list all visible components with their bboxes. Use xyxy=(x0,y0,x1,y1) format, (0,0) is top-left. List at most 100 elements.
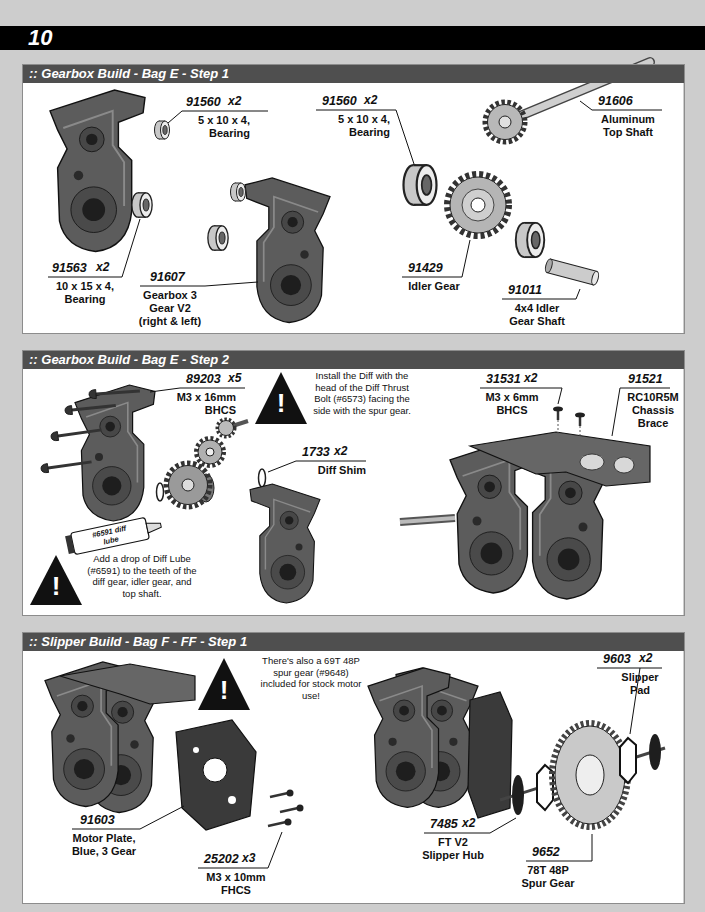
warning-triangle-part xyxy=(255,372,307,424)
quantity-badge: x2 xyxy=(96,260,120,275)
idler-shaft-part xyxy=(544,258,553,273)
step-panel: :: Slipper Build - Bag F - FF - Step 1 xyxy=(22,632,685,904)
callout-number-box: 25202 xyxy=(204,852,248,867)
warning-mark: ! xyxy=(213,676,235,704)
idler-shaft xyxy=(544,258,600,285)
part-description: 5 x 10 x 4, Bearing xyxy=(170,114,250,140)
callout-number-box: 91011 xyxy=(508,283,552,298)
spur-gear-part xyxy=(555,726,625,824)
leader-lines-part xyxy=(424,818,516,833)
quantity-badge-box: x2 xyxy=(228,94,252,109)
leader-lines-part xyxy=(597,668,662,669)
callout-number-box: 91429 xyxy=(408,261,452,276)
leader-lines-part xyxy=(48,219,140,277)
page-number-box: 10 xyxy=(28,26,52,50)
gearbox-parts-step1-part xyxy=(516,223,545,257)
callout-number-box: 91521 xyxy=(628,372,672,387)
part-description-box: M3 x 10mm FHCS xyxy=(200,871,272,897)
warning-note: Add a drop of Diff Lube (#6591) to the t… xyxy=(86,553,198,599)
diff-lube-tube-part xyxy=(146,520,162,533)
quantity-badge: x2 xyxy=(524,371,548,386)
warning-triangle-part xyxy=(30,555,82,605)
diff-part xyxy=(169,466,208,505)
plate-screws-part xyxy=(285,819,292,826)
warning-mark-box: ! xyxy=(270,389,292,417)
leader-lines-part xyxy=(612,388,620,436)
diff-part xyxy=(166,463,210,507)
gearbox-parts-step1-part xyxy=(50,90,145,252)
brace-screws xyxy=(553,407,585,439)
part-description: Gearbox 3 Gear V2 (right & left) xyxy=(136,289,204,328)
gearbox-assembly-step2-part xyxy=(50,425,102,441)
step-heading: :: Gearbox Build - Bag E - Step 2 xyxy=(23,351,684,369)
leader-lines-part xyxy=(402,240,470,277)
warning-triangle xyxy=(30,372,307,605)
quantity-badge-box: x2 xyxy=(364,93,388,108)
top-shaft-part xyxy=(488,105,523,140)
gearbox-parts-step1-part xyxy=(231,183,246,201)
leader-lines-part xyxy=(502,289,580,299)
callout-number: 91563 xyxy=(52,261,96,276)
top-shaft-part xyxy=(499,116,511,128)
callout-number-box: 1733 xyxy=(302,445,336,460)
callout-number: 91607 xyxy=(150,270,194,285)
callout-number: 91521 xyxy=(628,372,672,387)
gearbox-parts-step1-part xyxy=(155,121,170,139)
part-description-box: Diff Shim xyxy=(296,464,366,477)
slipper-pad xyxy=(620,738,636,783)
motor-plate-part xyxy=(228,796,236,804)
part-description: Idler Gear xyxy=(399,280,469,293)
motor-plate-part xyxy=(203,758,227,782)
part-description: 10 x 15 x 4, Bearing xyxy=(40,280,130,306)
slipper-step-right-part xyxy=(368,668,450,807)
callout-number: 91560 xyxy=(322,94,366,109)
gearbox-parts-step1-part xyxy=(404,165,437,205)
diff-lube-tube-part xyxy=(71,517,150,554)
plate-screws-part xyxy=(297,805,304,812)
leader-lines-part xyxy=(198,832,282,868)
tube-label-box: #6591 diff lube xyxy=(84,522,137,550)
idler-shaft-part xyxy=(590,271,599,286)
leader-lines-part xyxy=(526,834,592,861)
callout-number: 91429 xyxy=(408,261,452,276)
page-ground-part xyxy=(0,26,705,50)
quantity-badge: x5 xyxy=(228,371,252,386)
spur-gear xyxy=(552,723,628,827)
leader-lines-part xyxy=(620,388,670,389)
part-description: 4x4 Idler Gear Shaft xyxy=(505,302,569,328)
page-ground-part xyxy=(22,350,683,616)
plate-screws-part xyxy=(270,793,288,797)
leader-lines-part xyxy=(296,461,366,462)
motor-plate-part xyxy=(193,747,199,753)
part-description: Aluminum Top Shaft xyxy=(592,113,664,139)
spur-gear-part xyxy=(576,755,604,795)
quantity-badge: x2 xyxy=(462,816,486,831)
slipper-hub xyxy=(512,775,524,815)
quantity-badge: x2 xyxy=(334,444,358,459)
top-shaft-part xyxy=(485,102,525,142)
quantity-badge-box: x2 xyxy=(96,260,120,275)
warning-mark: ! xyxy=(45,572,67,600)
leader-lines-part xyxy=(630,668,640,734)
warning-mark-box: ! xyxy=(45,572,67,600)
slipper-step-left xyxy=(45,658,304,830)
quantity-badge: x2 xyxy=(639,651,663,666)
quantity-badge-box: x2 xyxy=(462,816,486,831)
callout-number: 31531 xyxy=(486,372,530,387)
part-description: 5 x 10 x 4, Bearing xyxy=(318,113,390,139)
diff-lube-tube xyxy=(65,514,163,555)
diff xyxy=(166,463,214,507)
step-heading: :: Slipper Build - Bag F - FF - Step 1 xyxy=(23,633,684,651)
page-number: 10 xyxy=(28,26,52,50)
leader-lines xyxy=(72,668,662,868)
callout-number: 91560 xyxy=(186,95,230,110)
leader-lines-part xyxy=(150,388,245,392)
warning-mark-box: ! xyxy=(213,676,235,704)
callout-number-box: 91563 xyxy=(52,261,96,276)
idler-gear-part xyxy=(206,448,214,456)
leader-lines xyxy=(150,388,670,472)
